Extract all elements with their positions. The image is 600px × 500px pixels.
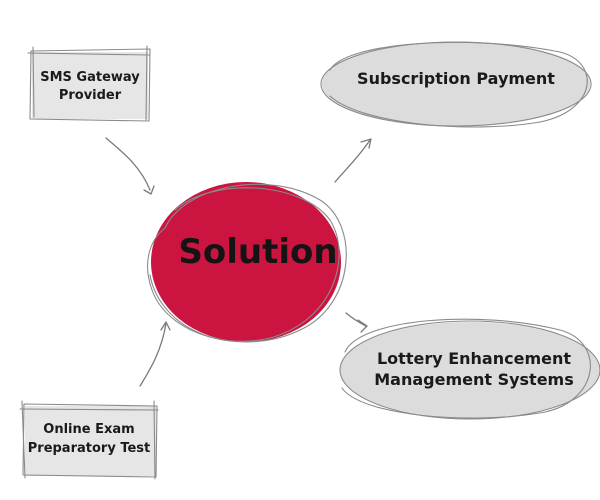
input-box-sms-gateway-line1: SMS Gateway (40, 70, 140, 85)
output-oval-lottery-outline-2 (341, 318, 591, 419)
input-box-sms-gateway-outline (29, 48, 151, 122)
arrow-solution-to-subscription-head (360, 138, 372, 149)
output-oval-lottery-fill (340, 322, 600, 418)
input-box-online-exam-line2: Preparatory Test (28, 441, 150, 456)
arrow-sms-to-solution (105, 137, 155, 195)
input-box-online-exam-fill (25, 406, 156, 476)
input-box-online-exam-outline-2 (19, 400, 159, 480)
input-box-online-exam-outline (22, 403, 158, 478)
output-oval-lottery-line1: Lottery Enhancement (377, 349, 571, 368)
arrow-solution-to-lottery (345, 312, 368, 333)
center-solution-fill (151, 182, 341, 342)
center-solution-outline-2 (149, 187, 340, 342)
output-oval-subscription-outline-2 (329, 41, 588, 128)
input-box-online-exam: Online Exam Preparatory Test (19, 400, 159, 480)
center-solution: Solution (147, 182, 347, 343)
output-oval-subscription-fill (322, 42, 590, 126)
arrow-exam-to-solution (139, 321, 171, 387)
arrow-exam-to-solution-line (139, 322, 167, 387)
output-oval-lottery: Lottery Enhancement Management Systems (339, 318, 600, 420)
arrow-solution-to-lottery-line (345, 312, 367, 327)
input-box-sms-gateway-fill (32, 52, 148, 119)
output-oval-subscription: Subscription Payment (320, 41, 592, 128)
input-box-online-exam-line1: Online Exam (43, 422, 134, 437)
output-oval-subscription-label: Subscription Payment (357, 69, 555, 88)
arrow-solution-to-lottery-head (357, 319, 368, 333)
arrow-sms-to-solution-head (143, 185, 155, 195)
input-box-sms-gateway-outline-2 (27, 45, 150, 121)
arrow-solution-to-subscription-line (334, 139, 371, 183)
center-solution-label: Solution (178, 232, 337, 272)
output-oval-lottery-line2: Management Systems (374, 370, 574, 389)
arrow-sms-to-solution-line (105, 137, 151, 191)
input-box-sms-gateway: SMS Gateway Provider (27, 45, 151, 122)
center-solution-outline (147, 183, 347, 343)
input-box-sms-gateway-line2: Provider (59, 88, 122, 103)
arrow-solution-to-subscription (334, 138, 372, 183)
arrow-exam-to-solution-head (160, 321, 171, 331)
output-oval-lottery-outline (339, 320, 600, 420)
